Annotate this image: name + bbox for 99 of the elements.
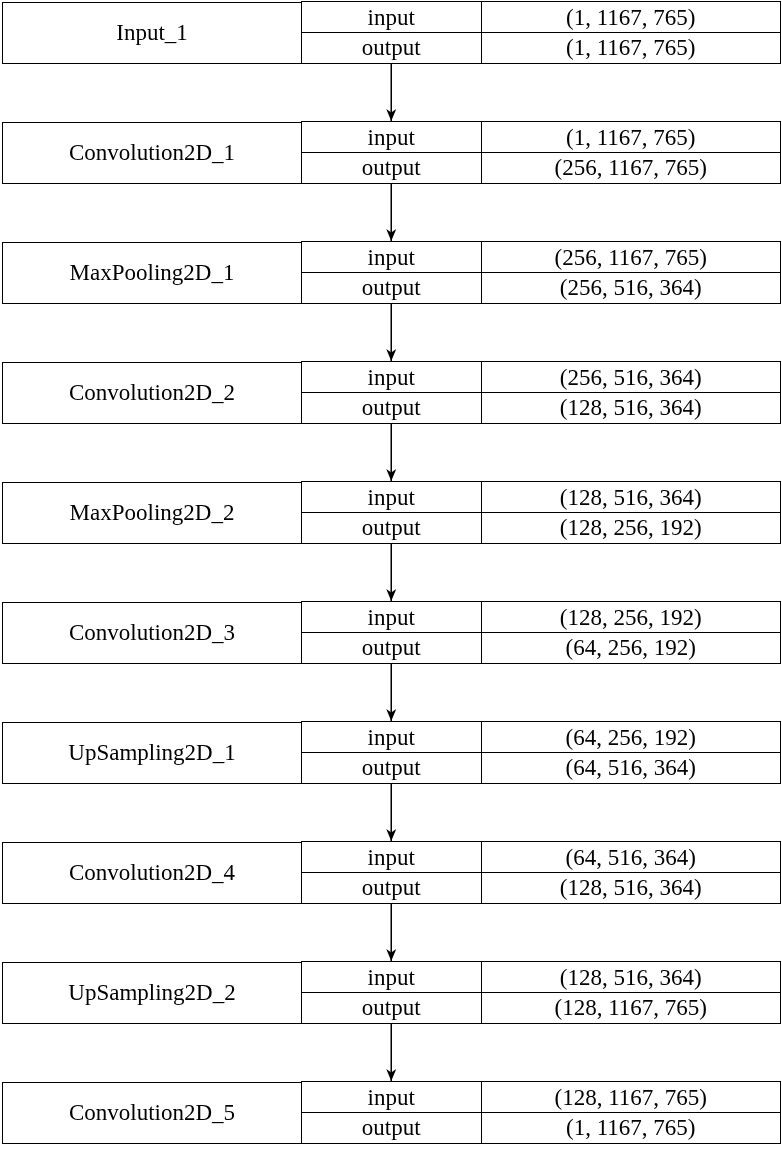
table-cell — [480, 361, 781, 394]
layer-name: Input_1 — [116, 20, 188, 46]
table-cell — [480, 721, 781, 754]
dimension-value: (256, 516, 364) — [559, 364, 702, 390]
dimension-value: (128, 1167, 765) — [554, 1084, 707, 1110]
table-cell — [300, 632, 482, 664]
table-cell — [300, 872, 482, 904]
dimension-value: (128, 1167, 765) — [554, 995, 707, 1021]
table-cell — [480, 752, 781, 784]
table-cell — [300, 272, 482, 304]
table-cell — [300, 152, 482, 184]
arrow — [386, 422, 397, 482]
port-label: input — [367, 364, 415, 390]
table-cell — [480, 121, 781, 154]
table-cell — [480, 272, 781, 304]
table-cell — [480, 961, 781, 994]
port-label: output — [361, 755, 421, 781]
layer-name: MaxPooling2D_2 — [69, 500, 235, 526]
port-label: input — [367, 4, 415, 30]
table-cell — [480, 481, 781, 514]
port-label: input — [367, 844, 415, 870]
dimension-value: (1, 1167, 765) — [566, 4, 696, 30]
layer-name-box — [2, 2, 302, 64]
port-label: output — [361, 875, 421, 901]
table-cell — [300, 32, 482, 64]
dimension-value: (128, 516, 364) — [559, 395, 702, 421]
layer-name: Convolution2D_4 — [68, 860, 236, 886]
table-cell — [300, 1112, 482, 1144]
arrow — [386, 902, 397, 962]
dimension-value: (64, 516, 364) — [565, 844, 696, 870]
port-label: output — [361, 635, 421, 661]
table-cell — [480, 601, 781, 634]
layer-name: Convolution2D_1 — [68, 140, 236, 166]
dimension-value: (128, 256, 192) — [559, 604, 702, 630]
arrow — [386, 782, 397, 842]
dimension-value: (64, 256, 192) — [565, 724, 696, 750]
table-cell — [300, 392, 482, 424]
layer-name-box — [2, 722, 302, 784]
dimension-value: (64, 516, 364) — [565, 755, 696, 781]
port-label: input — [367, 724, 415, 750]
layer-name-box — [2, 122, 302, 184]
dimension-value: (128, 516, 364) — [559, 484, 702, 510]
table-cell — [480, 632, 781, 664]
dimension-value: (1, 1167, 765) — [566, 1115, 696, 1141]
port-label: input — [367, 244, 415, 270]
layer-name-box — [2, 602, 302, 664]
port-label: input — [367, 964, 415, 990]
table-cell — [300, 992, 482, 1024]
dimension-value: (64, 256, 192) — [565, 635, 696, 661]
layer-name-box — [2, 362, 302, 424]
table-cell — [480, 392, 781, 424]
dimension-value: (128, 516, 364) — [559, 964, 702, 990]
dimension-value: (128, 516, 364) — [559, 875, 702, 901]
arrow — [386, 302, 397, 362]
port-label: output — [361, 275, 421, 301]
dimension-value: (1, 1167, 765) — [566, 35, 696, 61]
table-cell — [480, 1, 781, 34]
table-cell — [480, 872, 781, 904]
layer-name: MaxPooling2D_1 — [69, 260, 235, 286]
layer-name: UpSampling2D_2 — [68, 980, 236, 1006]
layer-name: Convolution2D_3 — [68, 620, 236, 646]
port-label: output — [361, 35, 421, 61]
dimension-value: (256, 1167, 765) — [554, 244, 707, 270]
port-label: input — [367, 604, 415, 630]
layer-name-box — [2, 482, 302, 544]
table-cell — [300, 752, 482, 784]
port-label: output — [361, 155, 421, 181]
table-cell — [480, 992, 781, 1024]
dimension-value: (128, 256, 192) — [559, 515, 702, 541]
dimension-value: (256, 1167, 765) — [554, 155, 707, 181]
arrow — [386, 1022, 397, 1082]
table-cell — [300, 512, 482, 544]
port-label: input — [367, 484, 415, 510]
arrow — [386, 662, 397, 722]
layer-name-box — [2, 1082, 302, 1144]
table-cell — [480, 1112, 781, 1144]
layer-name: Convolution2D_2 — [68, 380, 236, 406]
table-cell — [480, 512, 781, 544]
port-label: output — [361, 395, 421, 421]
layer-name-box — [2, 242, 302, 304]
table-cell — [480, 152, 781, 184]
port-label: input — [367, 1084, 415, 1110]
port-label: output — [361, 515, 421, 541]
dimension-value: (256, 516, 364) — [559, 275, 702, 301]
table-cell — [480, 32, 781, 64]
dimension-value: (1, 1167, 765) — [566, 124, 696, 150]
table-cell — [480, 1081, 781, 1114]
layer-name: UpSampling2D_1 — [68, 740, 236, 766]
arrow — [386, 182, 397, 242]
port-label: output — [361, 995, 421, 1021]
table-cell — [480, 241, 781, 274]
layer-name: Convolution2D_5 — [68, 1100, 236, 1126]
port-label: input — [367, 124, 415, 150]
table-cell — [480, 841, 781, 874]
arrow — [386, 542, 397, 602]
port-label: output — [361, 1115, 421, 1141]
layer-name-box — [2, 962, 302, 1024]
arrow — [386, 62, 397, 122]
layer-name-box — [2, 842, 302, 904]
